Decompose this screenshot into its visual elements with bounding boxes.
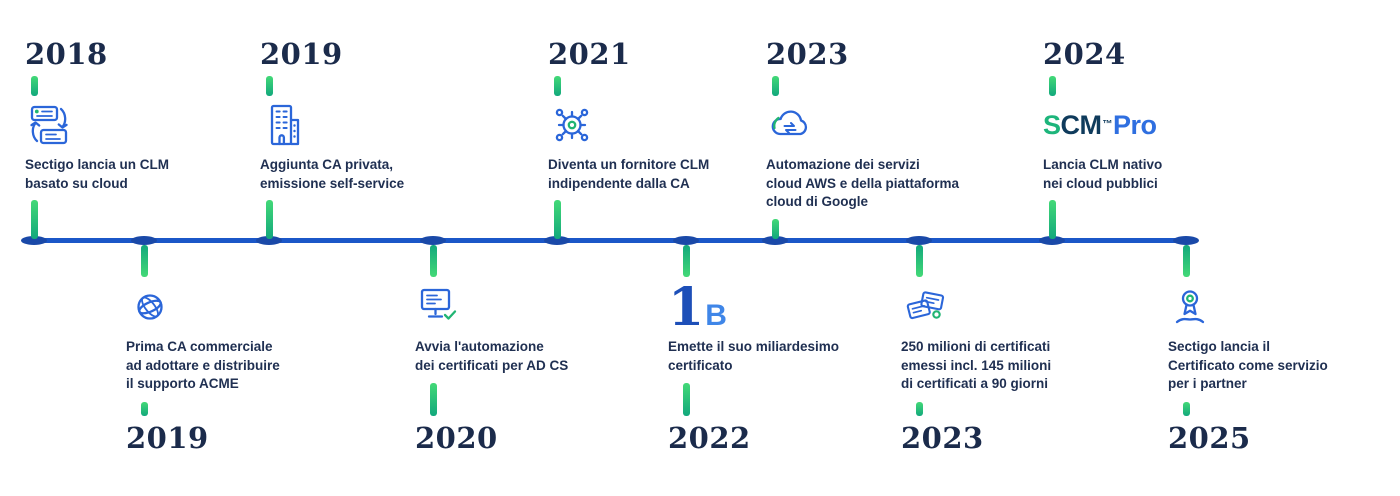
timeline-node xyxy=(906,236,932,245)
connector-line xyxy=(915,245,923,277)
event-year: 2019 xyxy=(126,421,209,455)
timeline-node xyxy=(762,236,788,245)
acme-globe-icon xyxy=(126,283,174,331)
connector-line xyxy=(140,245,148,277)
connector-line xyxy=(915,401,923,416)
timeline-event-2023-top: 2023 Automazione dei servizi cloud AWS e… xyxy=(766,40,1016,239)
connector-line xyxy=(771,218,779,239)
connector-line xyxy=(265,76,273,96)
event-year: 2023 xyxy=(901,421,984,455)
connector-line xyxy=(553,200,561,239)
connector-line xyxy=(140,401,148,416)
timeline-node xyxy=(1173,236,1199,245)
event-year: 2019 xyxy=(260,37,343,71)
ad-cs-computer-icon xyxy=(415,283,463,331)
connector-line xyxy=(1182,401,1190,416)
timeline-bar xyxy=(28,238,1193,243)
connector-line xyxy=(429,383,437,416)
certificates-issued-icon xyxy=(901,283,949,331)
trademark-mark: ™ xyxy=(1102,119,1113,130)
event-year: 2025 xyxy=(1168,421,1251,455)
connector-line xyxy=(429,245,437,277)
connector-line xyxy=(30,76,38,96)
event-description: Aggiunta CA privata, emissione self-serv… xyxy=(260,157,405,191)
event-description: Sectigo lancia un CLM basato su cloud xyxy=(25,157,170,191)
timeline-event-2021-top: 2021 Diventa un fornitore CLM indipenden… xyxy=(548,40,798,239)
connector-line xyxy=(771,76,779,96)
connector-line xyxy=(553,76,561,96)
connector-line xyxy=(1048,200,1056,239)
connector-line xyxy=(1182,245,1190,277)
one-billion-letter: B xyxy=(705,299,727,332)
timeline-node xyxy=(673,236,699,245)
connector-line xyxy=(265,200,273,239)
timeline-node xyxy=(131,236,157,245)
timeline-node xyxy=(256,236,282,245)
cloud-services-automation-icon xyxy=(766,101,814,149)
timeline-node xyxy=(21,236,47,245)
timeline-event-2020-bottom: Avvia l'automazione dei certificati per … xyxy=(415,245,665,453)
event-description: Sectigo lancia il Certificato come servi… xyxy=(1168,339,1328,392)
clm-cloud-sync-icon xyxy=(25,101,73,149)
event-description: Emette il suo miliardesimo certificato xyxy=(668,339,840,373)
timeline-event-2019-bottom: Prima CA commerciale ad adottare e distr… xyxy=(126,245,376,453)
event-description: Avvia l'automazione dei certificati per … xyxy=(415,339,569,373)
private-ca-building-icon xyxy=(260,101,308,149)
scm-pro-logo-cm: CM xyxy=(1060,109,1103,140)
timeline-event-2023-bottom: 250 milioni di certificati emessi incl. … xyxy=(901,245,1151,453)
event-year: 2022 xyxy=(668,421,751,455)
partner-service-icon xyxy=(1168,283,1216,331)
connector-line xyxy=(682,245,690,277)
ca-agnostic-gear-icon xyxy=(548,101,596,149)
event-year: 2024 xyxy=(1043,37,1126,71)
timeline-node xyxy=(420,236,446,245)
timeline-event-2022-bottom: 1 B Emette il suo miliardesimo certifica… xyxy=(668,245,918,453)
one-billion-icon: 1 B xyxy=(668,277,727,339)
timeline-event-2025-bottom: Sectigo lancia il Certificato come servi… xyxy=(1168,245,1400,453)
event-description: Automazione dei servizi cloud AWS e dell… xyxy=(766,157,960,210)
timeline-event-2018-top: 2018 Sectigo lancia un CLM basato su clo… xyxy=(25,40,275,239)
connector-line xyxy=(30,200,38,239)
event-year: 2021 xyxy=(548,37,631,71)
one-billion-digit: 1 xyxy=(668,277,705,339)
scm-pro-logo-pro: Pro xyxy=(1113,109,1157,140)
event-year: 2020 xyxy=(415,421,498,455)
event-year: 2018 xyxy=(25,37,108,71)
timeline-node xyxy=(544,236,570,245)
connector-line xyxy=(1048,76,1056,96)
event-description: 250 milioni di certificati emessi incl. … xyxy=(901,339,1052,392)
connector-line xyxy=(682,383,690,416)
event-year: 2023 xyxy=(766,37,849,71)
event-description: Lancia CLM nativo nei cloud pubblici xyxy=(1043,157,1163,191)
event-description: Diventa un fornitore CLM indipendente da… xyxy=(548,157,710,191)
timeline-event-2019-top: 2019 Aggiunta CA privata, emissione self… xyxy=(260,40,510,239)
scm-pro-logo-s: S xyxy=(1043,109,1061,140)
event-description: Prima CA commerciale ad adottare e distr… xyxy=(126,339,280,392)
timeline-node xyxy=(1039,236,1065,245)
